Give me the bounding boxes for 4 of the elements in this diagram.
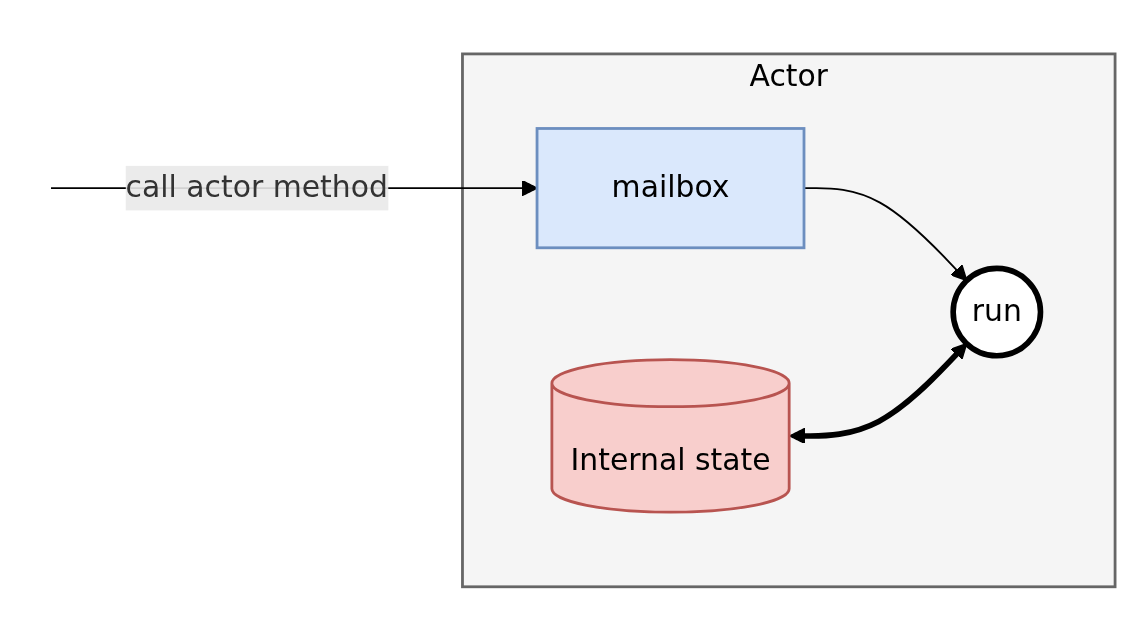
node-circle: run <box>950 265 1044 359</box>
arrow <box>789 343 968 445</box>
node-box: mailbox <box>535 127 806 250</box>
edge-label: call actor method <box>125 169 388 206</box>
